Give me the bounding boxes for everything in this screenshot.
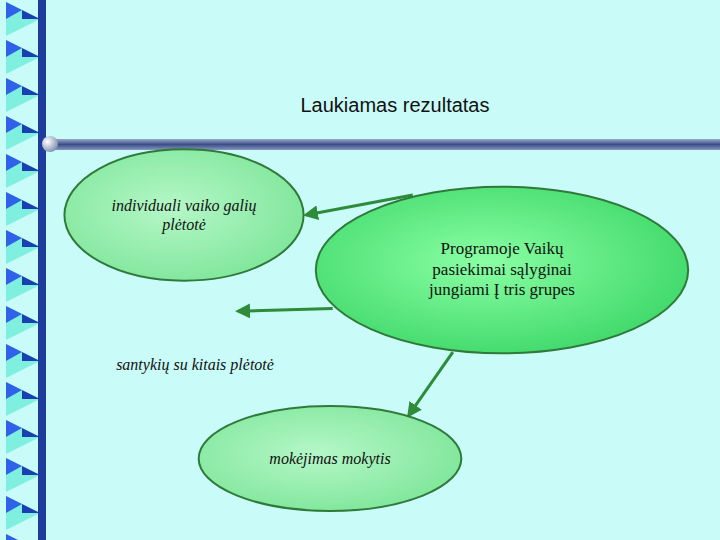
node-text-wrap: individuali vaiko galių plėtotė (89, 196, 279, 234)
ellipse-node: individuali vaiko galių plėtotė (62, 148, 306, 282)
node-label: Programoje Vaikų pasiekimai sąlyginai ju… (422, 239, 582, 300)
title-rule (46, 139, 720, 150)
arrow-connector (409, 352, 453, 415)
slide-title: Laukiamas rezultatas (60, 94, 720, 117)
arrow-connector (238, 309, 333, 312)
ellipse-shape (199, 406, 462, 511)
ellipse-shape (82, 308, 307, 422)
side-bar (38, 0, 46, 540)
node-text-wrap: mokėjimas mokytis (269, 449, 390, 468)
ellipse-node: santykių su kitais plėtotė (80, 307, 310, 423)
ellipse-shape (64, 149, 303, 280)
node-label: santykių su kitais plėtotė (116, 355, 274, 374)
ellipse-outline (62, 148, 306, 282)
ellipse-node: mokėjimas mokytis (196, 405, 464, 512)
ellipse-node: Programoje Vaikų pasiekimai sąlyginai ju… (312, 185, 692, 355)
rule-knob (42, 136, 58, 152)
node-text-wrap: santykių su kitais plėtotė (116, 355, 274, 374)
node-label: individuali vaiko galių plėtotė (89, 196, 279, 234)
ellipse-shape (316, 187, 688, 354)
node-label: mokėjimas mokytis (269, 449, 390, 468)
node-text-wrap: Programoje Vaikų pasiekimai sąlyginai ju… (422, 239, 582, 300)
side-pattern (0, 0, 48, 540)
